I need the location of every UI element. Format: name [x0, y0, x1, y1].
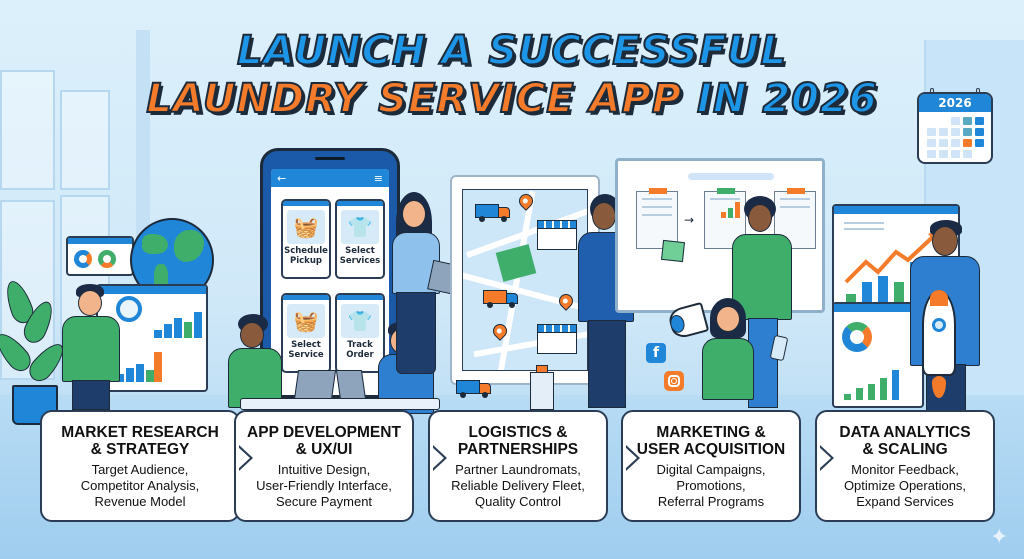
card-title: MARKET RESEARCH — [61, 424, 219, 441]
window-pane — [60, 90, 110, 190]
plant-pot — [12, 385, 58, 425]
instagram-icon — [664, 371, 684, 391]
delivery-map — [462, 189, 588, 371]
t-shirt-icon: 👕 — [341, 210, 379, 244]
magnifier-icon — [116, 296, 142, 322]
step-card-app-development: APP DEVELOPMENT & UX/UI Intuitive Design… — [234, 410, 414, 522]
tile-track-order[interactable]: 👕 Track Order — [335, 293, 385, 373]
bar-chart-icon — [844, 362, 906, 400]
card-title: & UX/UI — [295, 441, 353, 458]
card-title: PARTNERSHIPS — [457, 441, 579, 458]
detergent-box-icon — [530, 365, 554, 410]
phone-screen: ← ≡ 🧺 Schedule Pickup 👕 Select Services … — [271, 169, 389, 395]
facebook-icon: f — [646, 343, 666, 363]
sparkle-icon: ✦ — [990, 525, 1009, 550]
card-title: & SCALING — [862, 441, 948, 458]
phone-mockup: ← ≡ 🧺 Schedule Pickup 👕 Select Services … — [260, 148, 400, 398]
title-year: IN 2026 — [696, 75, 878, 123]
title-highlight: LAUNDRY SERVICE APP — [145, 75, 683, 123]
chevron-right-icon — [238, 445, 255, 471]
card-body: Monitor Feedback,Optimize Operations,Exp… — [843, 462, 967, 509]
laundromat-store-icon — [537, 324, 577, 354]
title-line-2: LAUNDRY SERVICE APP IN 2026 — [0, 75, 1024, 123]
calendar-icon: 2026 — [917, 92, 993, 164]
step-card-market-research: MARKET RESEARCH & STRATEGY Target Audien… — [40, 410, 240, 522]
desk — [240, 398, 440, 410]
step-card-data-analytics: DATA ANALYTICS & SCALING Monitor Feedbac… — [815, 410, 995, 522]
laundromat-store-icon — [537, 220, 577, 250]
tile-select-services[interactable]: 👕 Select Services — [335, 199, 385, 279]
document-icon — [636, 188, 678, 249]
title-line-1: LAUNCH A SUCCESSFUL — [236, 27, 788, 75]
card-title: USER ACQUISITION — [636, 441, 786, 458]
calendar-year: 2026 — [919, 94, 991, 112]
delivery-truck-icon — [475, 204, 511, 222]
card-body: Digital Campaigns,Promotions,Referral Pr… — [656, 462, 766, 509]
bar-chart-icon — [116, 342, 162, 382]
card-title: MARKETING & — [656, 424, 766, 441]
t-shirt-pocket-icon: 👕 — [341, 304, 379, 338]
donut-chart-panel — [66, 236, 134, 276]
delivery-truck-icon — [483, 290, 519, 308]
card-title: LOGISTICS & — [468, 424, 568, 441]
rocket-flame — [932, 376, 946, 398]
pie-chart-icon — [842, 322, 872, 352]
card-body: Target Audience,Competitor Analysis,Reve… — [80, 462, 200, 509]
map-board — [450, 175, 600, 385]
delivery-truck-icon — [456, 380, 492, 398]
card-body: Partner Laundromats,Reliable Delivery Fl… — [451, 462, 585, 509]
document-icon — [774, 188, 816, 249]
card-title: & STRATEGY — [90, 441, 190, 458]
chevron-right-icon — [432, 445, 449, 471]
bar-chart-icon — [154, 308, 202, 338]
window-pane — [0, 70, 55, 190]
laptop-icon — [335, 370, 367, 400]
map-area — [495, 244, 537, 282]
chevron-right-icon — [819, 445, 836, 471]
tile-schedule-pickup[interactable]: 🧺 Schedule Pickup — [281, 199, 331, 279]
card-body: Intuitive Design,User-Friendly Interface… — [256, 462, 392, 509]
menu-icon[interactable]: ≡ — [373, 171, 383, 185]
card-title: DATA ANALYTICS — [839, 424, 971, 441]
card-title: APP DEVELOPMENT — [247, 424, 401, 441]
chevron-right-icon — [625, 445, 642, 471]
dashboard-panel — [832, 302, 924, 408]
sticky-note — [661, 239, 685, 263]
calendar-grid — [919, 112, 991, 162]
app-header: ← ≡ — [271, 169, 389, 187]
laundry-basket-icon: 🧺 — [287, 304, 325, 338]
laundry-basket-icon: 🧺 — [287, 210, 325, 244]
back-arrow-icon[interactable]: ← — [277, 171, 287, 185]
donut-chart-icon — [74, 250, 92, 268]
step-card-marketing: MARKETING & USER ACQUISITION Digital Cam… — [621, 410, 801, 522]
laptop-icon — [293, 370, 337, 400]
arrow-icon: → — [684, 213, 695, 227]
tile-select-service[interactable]: 🧺 Select Service — [281, 293, 331, 373]
strategy-whiteboard: → — [615, 158, 825, 313]
rocket-icon — [922, 290, 956, 376]
donut-chart-icon — [98, 250, 116, 268]
step-card-logistics: LOGISTICS & PARTNERSHIPS Partner Laundro… — [428, 410, 608, 522]
